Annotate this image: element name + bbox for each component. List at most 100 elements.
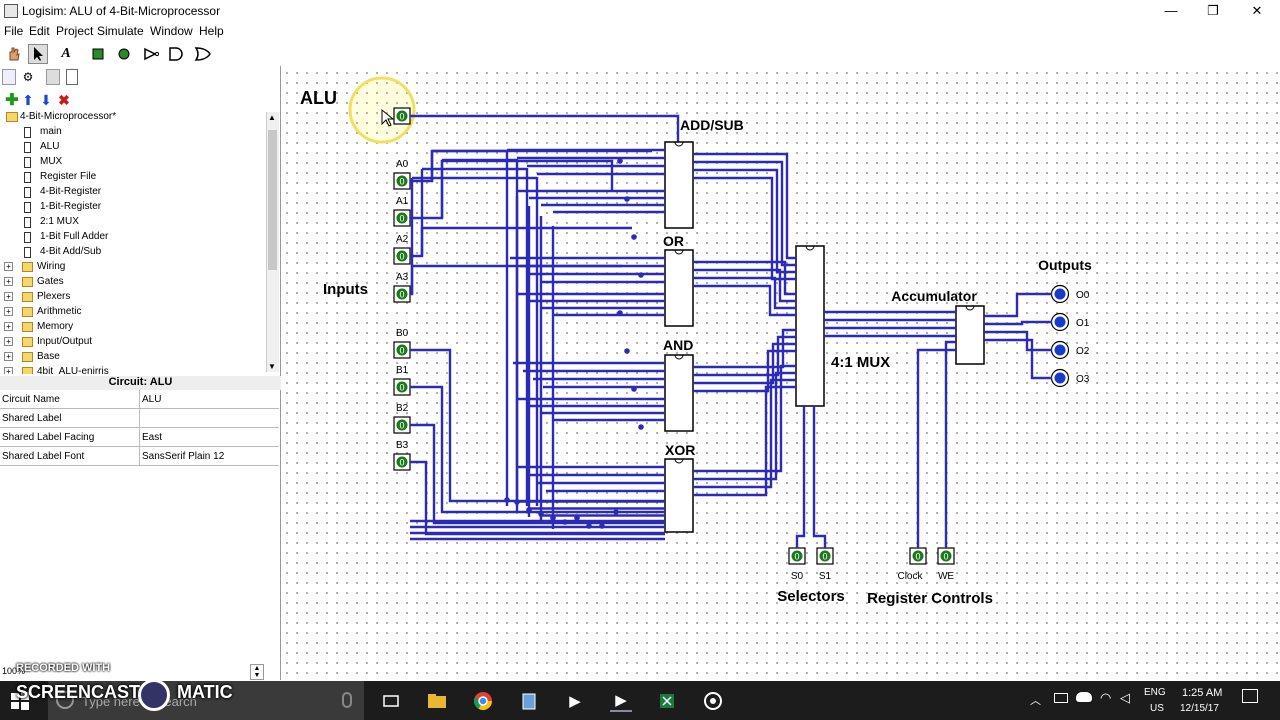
task-view-icon[interactable] — [380, 690, 402, 712]
input-language[interactable]: ENG — [1144, 687, 1166, 698]
output-wire-0 — [984, 292, 1052, 318]
screencast-taskbar-icon[interactable] — [702, 690, 724, 712]
input-region[interactable]: US — [1150, 703, 1164, 714]
pin-label-a0: A0 — [396, 159, 409, 170]
control-pin-value: 0 — [399, 112, 404, 122]
output-label-o2: O2 — [1076, 346, 1090, 357]
selector-wire-1 — [812, 406, 827, 548]
tree-library-item[interactable]: 4bit_ALU-enirris — [37, 366, 109, 374]
tree-library-item[interactable]: Input/Output — [37, 336, 93, 347]
clock-date[interactable]: 12/15/17 — [1180, 703, 1219, 714]
expand-icon[interactable]: + — [4, 367, 13, 374]
menu-file[interactable]: File — [4, 24, 24, 38]
tree-circuit-item[interactable]: 2:1 MUX — [40, 216, 79, 227]
property-value[interactable]: SansSerif Plain 12 — [142, 451, 225, 462]
toolbox-tab-icon[interactable] — [2, 69, 16, 85]
expand-icon[interactable]: + — [4, 337, 13, 346]
search-box[interactable] — [48, 681, 364, 720]
output-label-o1: O1 — [1076, 318, 1090, 329]
file-explorer-icon[interactable] — [426, 690, 448, 712]
tree-circuit-item[interactable]: Register File — [40, 171, 97, 182]
menu-window[interactable]: Window — [150, 24, 193, 38]
expand-icon[interactable]: + — [4, 277, 13, 286]
media-icon[interactable]: ▶ — [569, 693, 581, 710]
menu-simulate[interactable]: Simulate — [97, 24, 144, 38]
wifi-icon[interactable]: ◠ — [1100, 690, 1112, 705]
buffer-icon[interactable] — [141, 44, 161, 64]
arrow-icon[interactable] — [28, 44, 48, 64]
excel-icon[interactable] — [656, 690, 678, 712]
control-pin-we-value: 0 — [943, 552, 948, 562]
add-icon[interactable]: ✚ — [5, 92, 19, 109]
pin-label-b2: B2 — [396, 403, 409, 414]
explorer-pane — [0, 66, 281, 680]
tree-scrollbar-thumb[interactable] — [268, 130, 277, 270]
clock-time[interactable]: 1:25 AM — [1182, 687, 1223, 699]
tree-circuit-item[interactable]: 4-Bit Add/Sub — [40, 246, 102, 257]
minimize-button[interactable]: — — [1164, 3, 1178, 18]
menu-help[interactable]: Help — [199, 24, 224, 38]
appearance-tab-icon[interactable] — [66, 69, 78, 85]
onedrive-icon[interactable] — [1076, 692, 1092, 702]
menu-edit[interactable]: Edit — [29, 24, 50, 38]
close-button[interactable]: ✕ — [1251, 3, 1263, 18]
property-value[interactable]: East — [142, 432, 163, 443]
input-icon[interactable] — [88, 44, 108, 64]
register-controls-label: Register Controls — [867, 590, 993, 607]
menu-project[interactable]: Project — [56, 24, 94, 38]
tree-library-item[interactable]: Base — [37, 351, 60, 362]
expand-icon[interactable]: + — [4, 292, 13, 301]
folder-icon — [22, 307, 33, 317]
restore-button[interactable]: ❐ — [1207, 3, 1219, 18]
expand-icon[interactable]: + — [4, 307, 13, 316]
tree-circuit-item[interactable]: 4-Bit-Register — [40, 186, 102, 197]
scroll-up-icon[interactable]: ▲ — [268, 113, 276, 122]
tree-circuit-item[interactable]: 1-Bit Full Adder — [40, 231, 109, 242]
property-divider — [139, 390, 140, 466]
tree-circuit-item[interactable]: 1-Bit-Register — [40, 201, 102, 212]
volume-icon[interactable]: ◁ — [1120, 690, 1130, 705]
tree-library-item[interactable]: Arithmetic — [37, 306, 82, 317]
hand-icon[interactable] — [4, 44, 24, 64]
input-pin-a2-value: 0 — [399, 252, 404, 262]
zoom-level[interactable]: 100% — [2, 666, 26, 676]
expand-icon[interactable]: + — [4, 322, 13, 331]
led-icon[interactable] — [114, 44, 134, 64]
tree-library-item[interactable]: Memory — [37, 321, 74, 332]
expand-icon[interactable]: + — [4, 262, 13, 271]
tree-root[interactable]: 4-Bit-Microprocessor* — [20, 111, 117, 122]
expand-icon[interactable]: + — [4, 352, 13, 361]
tree-circuit-item[interactable]: MUX — [40, 156, 63, 167]
selectors-label: Selectors — [777, 588, 845, 605]
delete-icon[interactable]: ✖ — [58, 91, 70, 108]
notepad-icon[interactable] — [518, 690, 540, 712]
zoom-spinner[interactable]: ▲▼ — [250, 664, 264, 680]
layout-tab-icon[interactable] — [46, 69, 60, 85]
microphone-icon[interactable] — [342, 692, 352, 708]
tray-chevron-icon[interactable]: ︿ — [1030, 695, 1041, 707]
unit-3 — [664, 458, 694, 533]
down-icon[interactable]: ⬇ — [40, 91, 52, 108]
media-icon-active[interactable]: ▶ — [610, 690, 632, 712]
chrome-icon[interactable] — [472, 690, 494, 712]
and-gate-icon[interactable] — [166, 44, 186, 64]
property-value[interactable]: ALU — [142, 394, 162, 405]
windows-start-icon[interactable] — [10, 691, 30, 711]
or-gate-icon[interactable] — [193, 44, 213, 64]
tree-library-item[interactable]: Plexers — [37, 291, 71, 302]
battery-icon[interactable] — [1054, 693, 1068, 703]
tree-circuit-item[interactable]: ALU — [40, 141, 60, 152]
scroll-down-icon[interactable]: ▼ — [268, 362, 276, 371]
simulation-tab-icon[interactable]: ⚙ — [22, 70, 34, 84]
up-icon[interactable]: ⬆ — [22, 91, 34, 108]
inputs-label: Inputs — [323, 281, 368, 298]
text-icon[interactable]: A — [61, 46, 71, 61]
unit-out-2-3 — [693, 349, 796, 393]
tree-circuit-item[interactable]: main — [40, 126, 62, 137]
action-center-icon[interactable] — [1242, 689, 1258, 703]
junction-dot — [574, 515, 580, 521]
circuit-diagram[interactable]: ALU0A00A10A20A30InputsB00B10B20B30ADD/SU… — [282, 66, 1280, 680]
tree-library-item[interactable]: Wiring — [37, 261, 66, 272]
tree-library-item[interactable]: Gates — [37, 276, 64, 287]
